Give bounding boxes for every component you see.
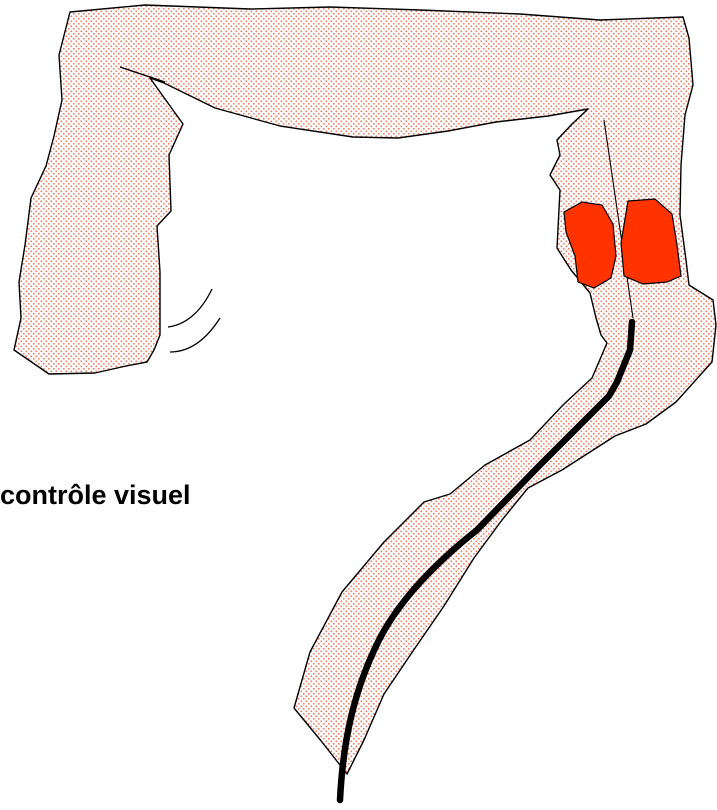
caption-visual-control: contrôle visuel [0,480,191,511]
ileum-line-lower [170,318,220,352]
lesion-left [564,202,616,288]
ileum-line-upper [168,289,212,327]
